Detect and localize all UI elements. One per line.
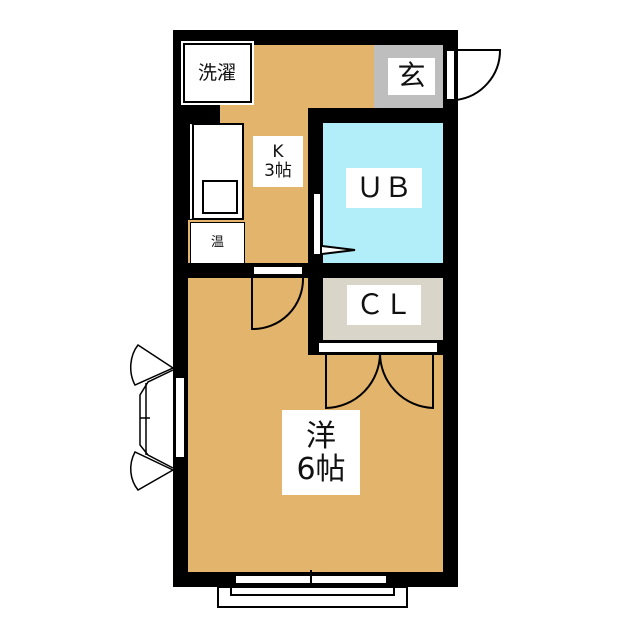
kitchen-door-swing [251, 277, 305, 331]
bay-window-top-sash [130, 343, 175, 386]
water-heater: 温 [190, 222, 245, 264]
bay-window-top [139, 369, 174, 469]
laundry-label: 洗濯 [188, 58, 246, 88]
closet-shelf [318, 342, 438, 353]
kitchen-counter [188, 123, 244, 220]
entrance-label: 玄 [388, 58, 435, 95]
bay-window-bottom-sash [130, 451, 175, 491]
closet-door-left-swing [325, 352, 381, 410]
bath-door-arrow [321, 245, 356, 255]
middle-wall [173, 263, 458, 278]
western-room-label: 洋 6帖 [282, 410, 360, 495]
entrance-door-swing [455, 49, 502, 101]
western-room-size: 6帖 [296, 451, 346, 487]
kitchen-label: K 3帖 [253, 136, 303, 187]
sink [202, 180, 238, 214]
balcony-inner [230, 586, 395, 596]
kitchen-name: K [272, 141, 284, 162]
closet-door-right-swing [379, 352, 434, 410]
kitchen-size: 3帖 [264, 160, 292, 181]
closet-label: ＣＬ [347, 285, 421, 325]
bay-window-mid [140, 383, 150, 455]
bath-sliding-door[interactable] [313, 193, 321, 255]
side-window[interactable] [175, 377, 185, 458]
kitchen-door[interactable] [253, 266, 303, 275]
bath-label: ＵＢ [346, 168, 422, 208]
western-room-name: 洋 [306, 418, 336, 454]
entrance-door[interactable] [446, 50, 455, 100]
balcony-frame [217, 586, 408, 608]
